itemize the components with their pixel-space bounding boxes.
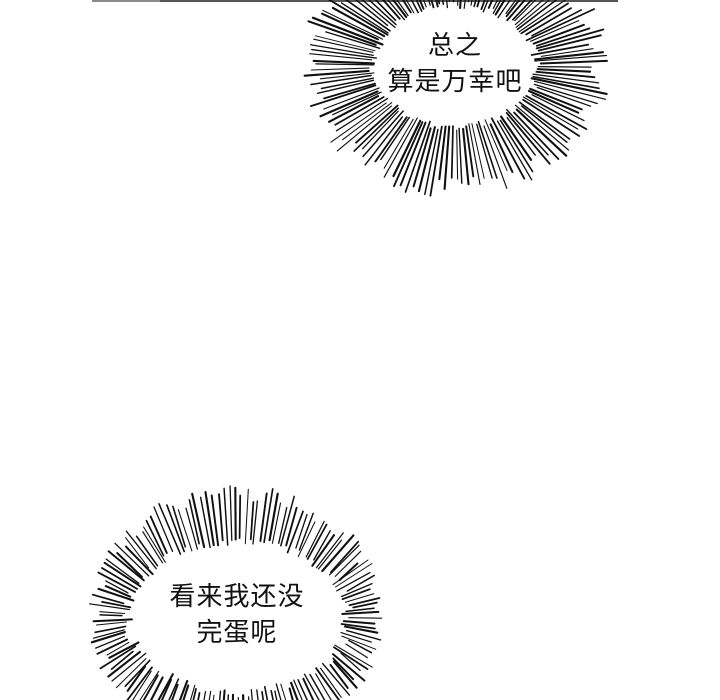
thought-bubble-2-text: 看来我还没 完蛋呢 bbox=[117, 579, 357, 651]
burst-lines-2 bbox=[89, 485, 383, 700]
bubble-1-line-1: 总之 bbox=[427, 31, 482, 61]
bubble-2-line-1: 看来我还没 bbox=[169, 582, 305, 612]
bubble-2-line-2: 完蛋呢 bbox=[196, 618, 278, 648]
thought-bubble-1-text: 总之 算是万幸吧 bbox=[355, 28, 555, 100]
panel-top-border bbox=[92, 0, 618, 2]
bubble-1-line-2: 算是万幸吧 bbox=[387, 67, 523, 97]
burst-lines-1 bbox=[303, 0, 608, 197]
panel-top-border-fade bbox=[92, 0, 160, 2]
